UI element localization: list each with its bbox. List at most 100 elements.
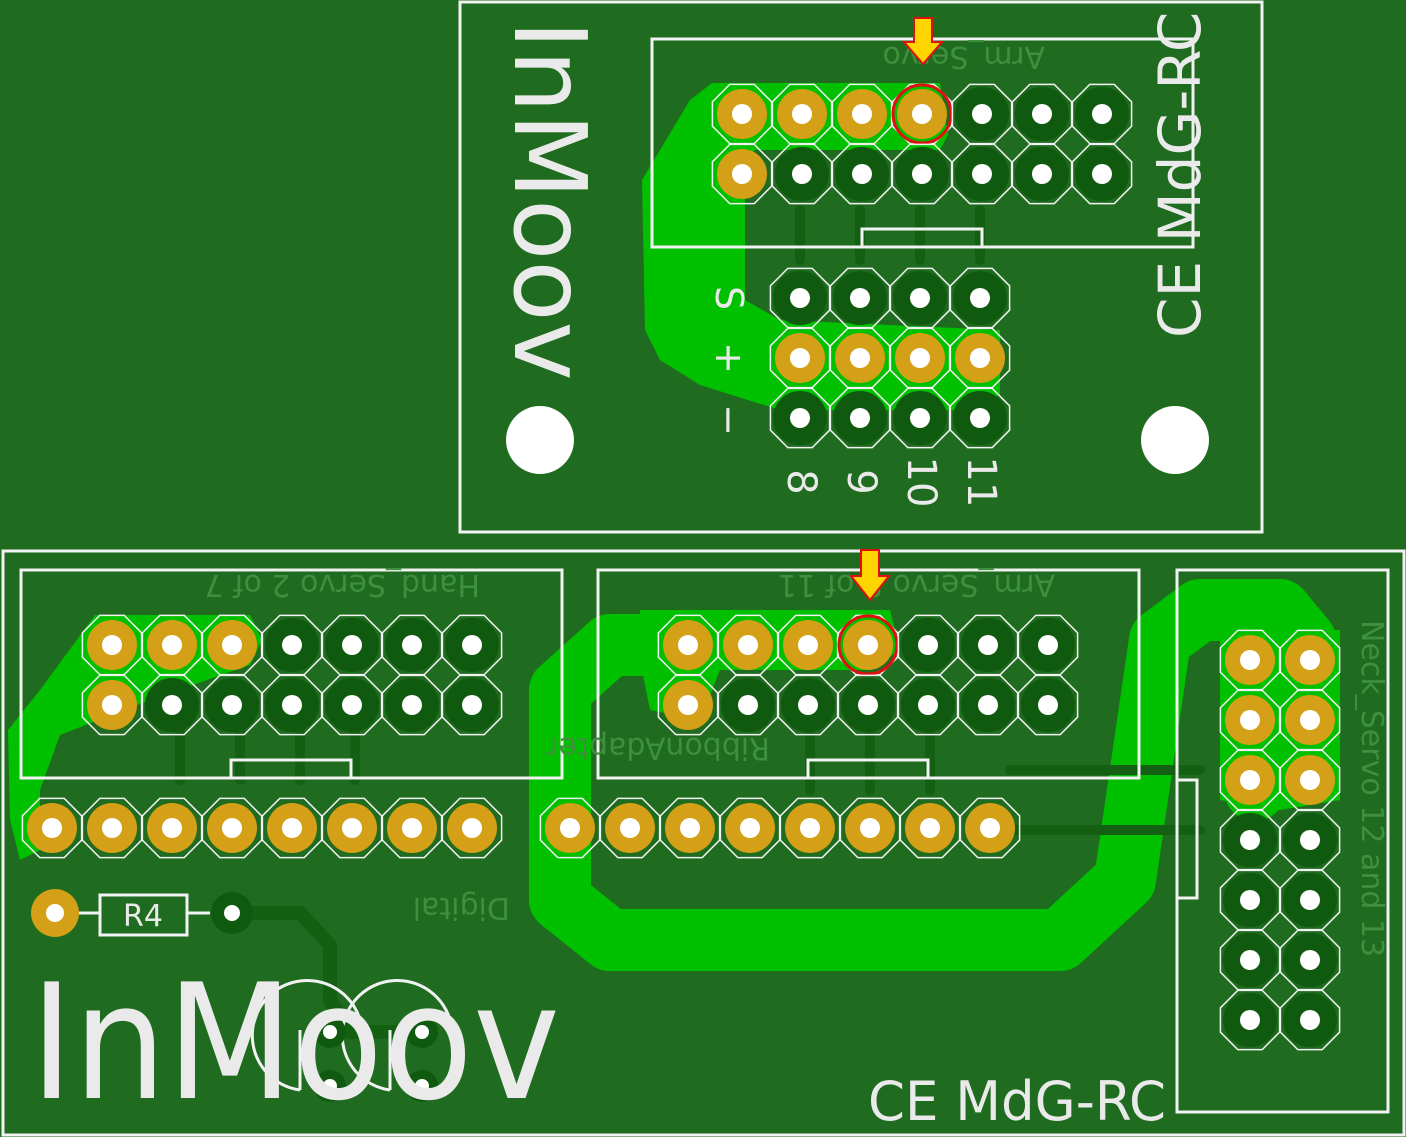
- pad-drill: [678, 695, 698, 715]
- top-pin-label-8: 8: [778, 469, 824, 494]
- pad-outline: [889, 387, 951, 449]
- pad-outline: [899, 797, 961, 859]
- pad-outline: [1071, 143, 1133, 205]
- pad-drill: [1240, 650, 1260, 670]
- pad-outline: [441, 797, 503, 859]
- resistor-drill-2: [224, 905, 240, 921]
- pad-outline: [771, 143, 833, 205]
- pad-outline: [717, 614, 779, 676]
- pad-drill: [1032, 164, 1052, 184]
- mounting-hole-icon: [1141, 406, 1209, 474]
- pad-outline: [1279, 809, 1341, 871]
- pad-outline: [657, 674, 719, 736]
- pad-outline: [381, 614, 443, 676]
- pad-outline: [777, 614, 839, 676]
- pad-outline: [831, 143, 893, 205]
- pad-outline: [769, 327, 831, 389]
- pad-drill: [102, 818, 122, 838]
- pad-drill: [282, 695, 302, 715]
- pad-drill: [970, 348, 990, 368]
- pad-drill: [162, 695, 182, 715]
- led-outline-left: [250, 978, 364, 1092]
- pad-outline: [1279, 689, 1341, 751]
- pad-drill: [740, 818, 760, 838]
- top-inner-traces: [795, 205, 985, 265]
- pad-outline: [1219, 629, 1281, 691]
- pad-drill: [1240, 710, 1260, 730]
- pad-drill: [462, 818, 482, 838]
- pad-drill: [1240, 890, 1260, 910]
- pad-drill: [402, 635, 422, 655]
- top-header-key: [860, 227, 984, 247]
- pad-drill: [1300, 890, 1320, 910]
- arrow-down-marker-icon: [848, 549, 892, 602]
- top-row-label-plus: +: [707, 342, 751, 374]
- top-pin-label-9: 9: [838, 469, 884, 494]
- pad-outline: [1219, 809, 1281, 871]
- pad-outline: [1219, 689, 1281, 751]
- pad-drill: [860, 818, 880, 838]
- pad-outline: [21, 797, 83, 859]
- pad-outline: [1279, 989, 1341, 1051]
- top-row-label-minus: −: [707, 404, 751, 436]
- pad-outline: [719, 797, 781, 859]
- pad-outline: [321, 614, 383, 676]
- pad-outline: [201, 797, 263, 859]
- pad-drill: [1300, 650, 1320, 670]
- pad-outline: [711, 83, 773, 145]
- pad-outline: [889, 327, 951, 389]
- bottom-copper-left: [8, 615, 262, 860]
- bottom-resistor-trace: [225, 906, 427, 1039]
- pad-drill: [402, 695, 422, 715]
- pad-drill: [1038, 635, 1058, 655]
- pad-outline: [1011, 143, 1073, 205]
- pad-outline: [261, 674, 323, 736]
- pad-drill: [1300, 1010, 1320, 1030]
- pad-drill: [342, 635, 362, 655]
- pad-outline: [769, 267, 831, 329]
- pad-drill: [1240, 770, 1260, 790]
- hand-header-outline: [19, 568, 564, 780]
- pad-outline: [1219, 929, 1281, 991]
- pad-outline: [261, 614, 323, 676]
- led-drill: [323, 1079, 337, 1093]
- pad-outline: [957, 614, 1019, 676]
- pad-drill: [282, 818, 302, 838]
- highlighted-pad-ring: [891, 83, 953, 145]
- pad-drill: [798, 695, 818, 715]
- pad-outline: [949, 387, 1011, 449]
- pad-drill: [790, 348, 810, 368]
- pad-drill: [1240, 1010, 1260, 1030]
- pad-outline: [141, 614, 203, 676]
- pad-outline: [891, 143, 953, 205]
- pad-outline: [539, 797, 601, 859]
- top-pin-label-11: 11: [958, 457, 1004, 508]
- pad-outline: [769, 387, 831, 449]
- pad-outline: [711, 143, 773, 205]
- pad-drill: [738, 695, 758, 715]
- neck-header-outline: [1175, 568, 1390, 1114]
- pad-drill: [1300, 710, 1320, 730]
- hand-header-label: Hand_Servo 2 of 7: [204, 567, 480, 602]
- pad-outline: [1279, 929, 1341, 991]
- pad-outline: [1279, 629, 1341, 691]
- pad-drill: [732, 164, 752, 184]
- pad-drill: [1300, 950, 1320, 970]
- pad-outline: [829, 267, 891, 329]
- pad-outline: [779, 797, 841, 859]
- pad-drill: [560, 818, 580, 838]
- pad-outline: [81, 614, 143, 676]
- pad-outline: [1219, 869, 1281, 931]
- pad-drill: [918, 695, 938, 715]
- pad-drill: [342, 695, 362, 715]
- pad-drill: [222, 635, 242, 655]
- bottom-board-outline: [1, 549, 1406, 1137]
- pad-outline: [897, 614, 959, 676]
- top-logo: InMoov: [491, 20, 608, 381]
- pad-drill: [910, 288, 930, 308]
- pad-drill: [42, 818, 62, 838]
- pad-drill: [852, 164, 872, 184]
- pad-outline: [889, 267, 951, 329]
- pad-outline: [201, 674, 263, 736]
